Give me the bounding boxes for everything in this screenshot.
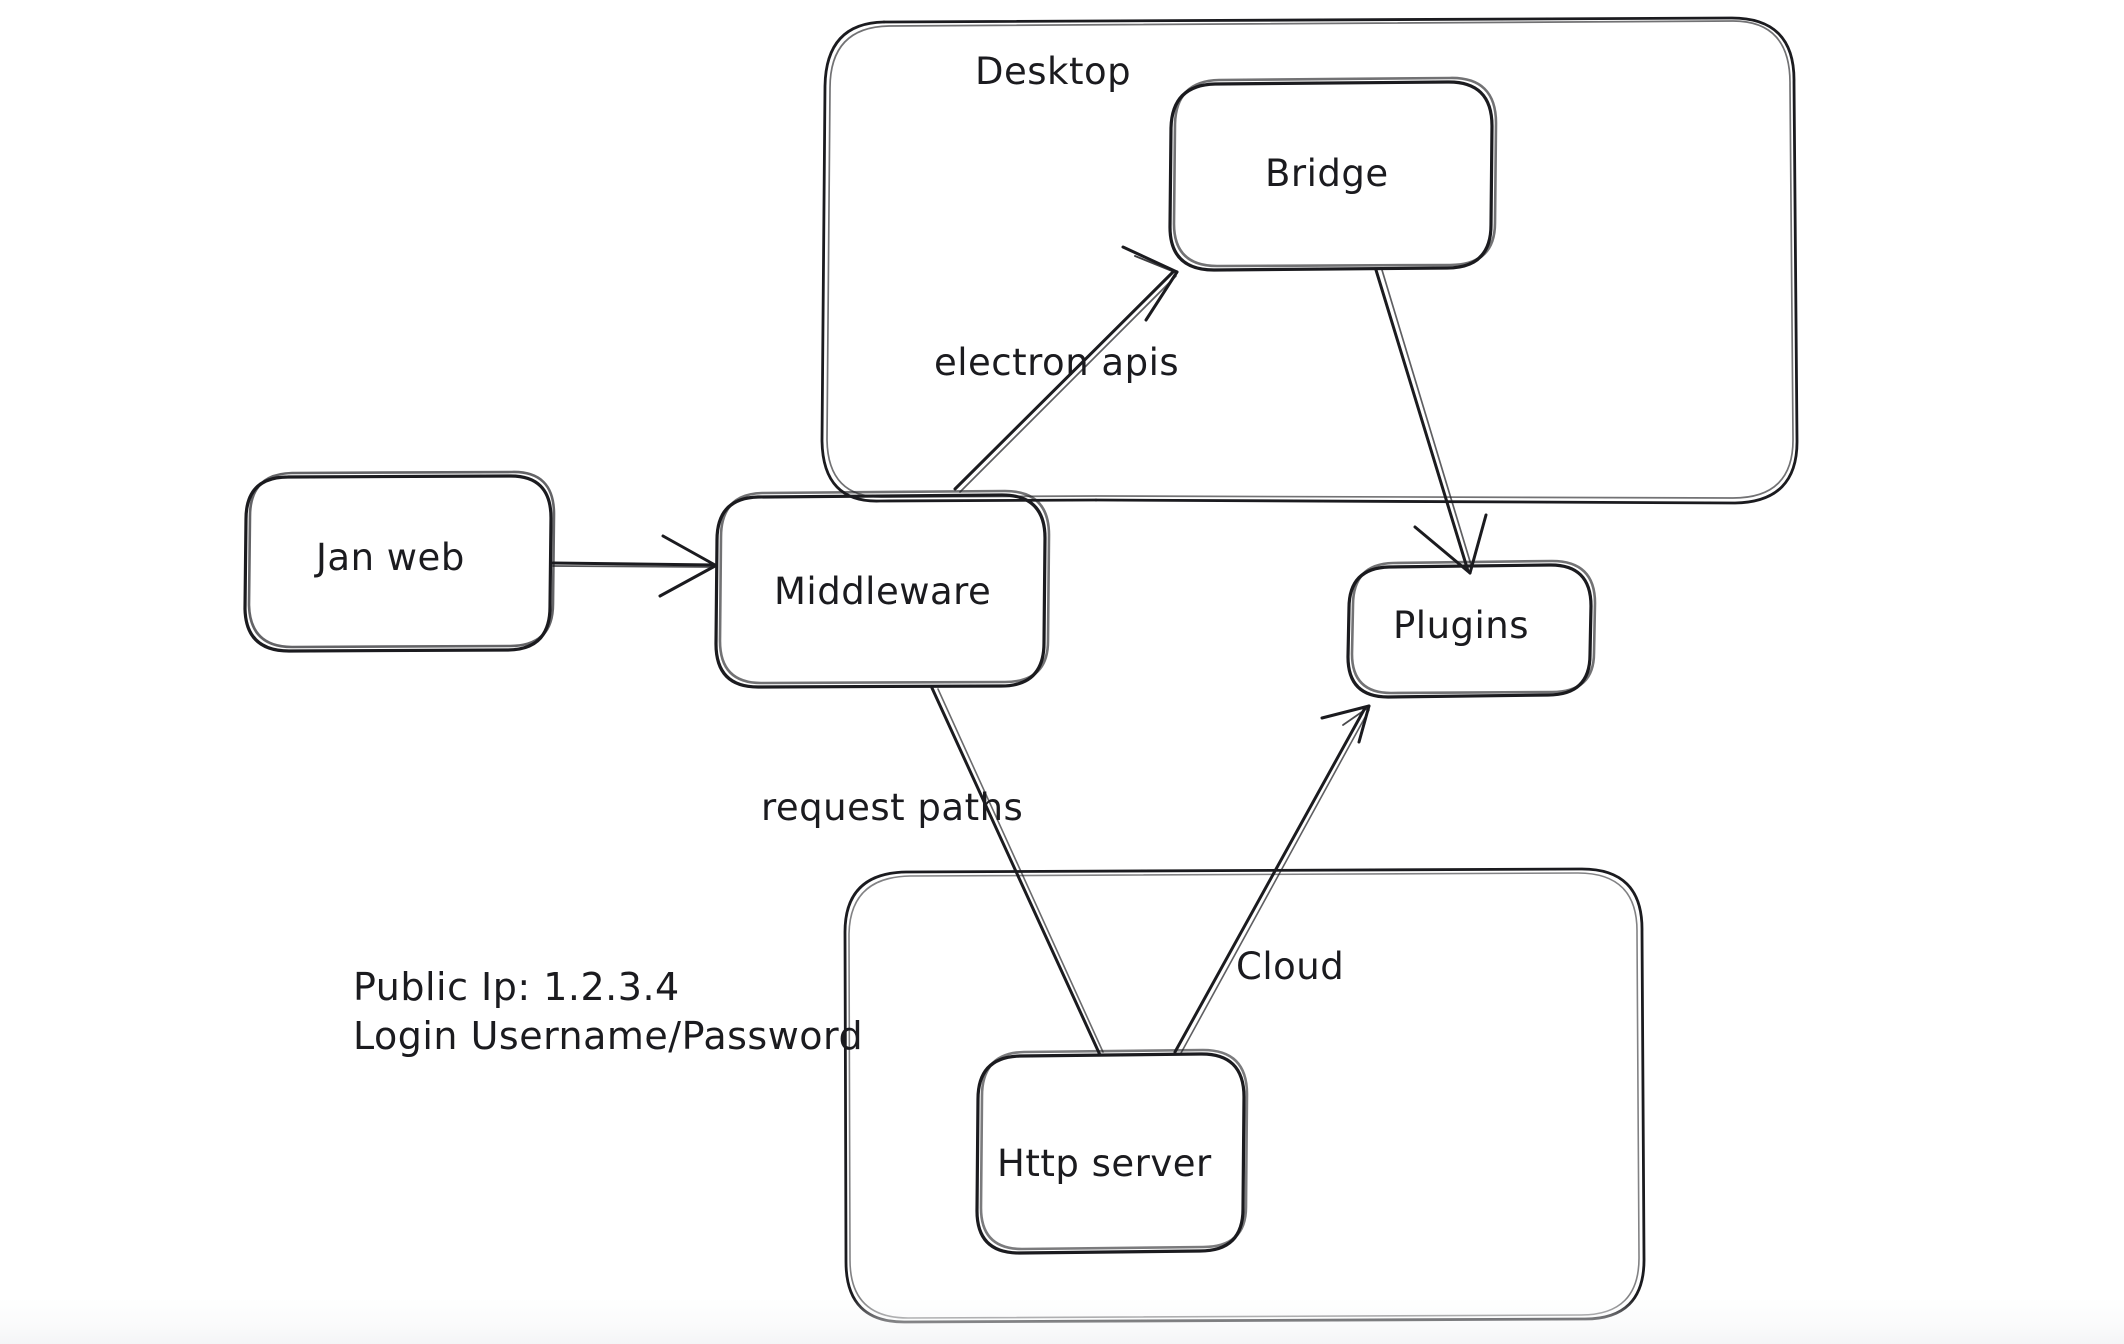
node-label-jan-web[interactable]: Jan web — [316, 536, 465, 579]
group-desktop — [820, 16, 1799, 505]
node-plugins-shape[interactable] — [1346, 559, 1597, 699]
edge-bridge-to-plugins — [1374, 268, 1488, 575]
note-public-ip: Public Ip: 1.2.3.4 Login Username/Passwo… — [353, 963, 863, 1062]
node-http-server-shape[interactable] — [975, 1048, 1249, 1255]
node-label-plugins[interactable]: Plugins — [1393, 604, 1530, 647]
note-public-ip-line2: Login Username/Password — [353, 1014, 864, 1059]
node-bridge-shape[interactable] — [1168, 76, 1498, 272]
edge-label-request-paths: request paths — [761, 786, 1024, 829]
node-middleware-shape[interactable] — [714, 489, 1051, 689]
edge-http-server-to-plugins — [1173, 704, 1371, 1054]
edge-middleware-to-http-server — [930, 686, 1104, 1057]
note-public-ip-line1: Public Ip: 1.2.3.4 — [353, 965, 680, 1009]
group-label-desktop: Desktop — [975, 50, 1132, 93]
node-jan-web-shape[interactable] — [243, 470, 556, 653]
node-label-bridge[interactable]: Bridge — [1265, 152, 1389, 195]
node-label-middleware[interactable]: Middleware — [774, 570, 992, 613]
edge-label-cloud: Cloud — [1236, 945, 1345, 988]
edge-label-electron-apis: electron apis — [934, 341, 1180, 384]
edge-jan-web-to-middleware — [551, 534, 717, 598]
edge-middleware-to-bridge — [953, 245, 1179, 493]
node-label-http-server[interactable]: Http server — [997, 1142, 1212, 1185]
